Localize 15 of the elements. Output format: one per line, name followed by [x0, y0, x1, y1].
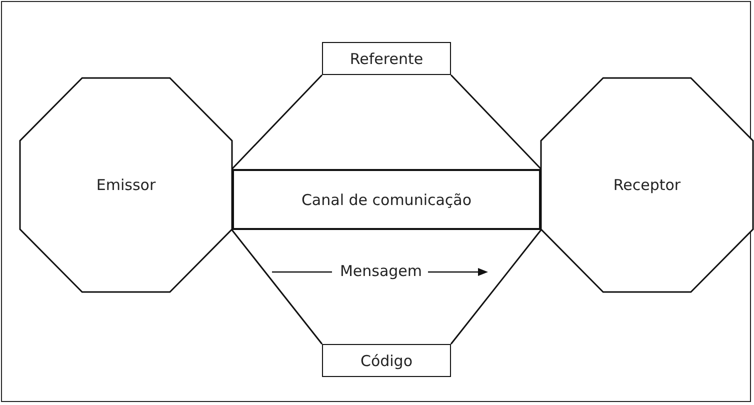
text-box [322, 344, 451, 377]
connector-line [450, 74, 542, 170]
connector-line [450, 230, 542, 344]
node-label: Código [360, 352, 413, 370]
text-box [322, 42, 451, 75]
node-label: Referente [350, 50, 424, 68]
text-box [232, 169, 541, 230]
node-label: Emissor [96, 176, 156, 194]
node-label: Receptor [613, 176, 681, 194]
connector-line [231, 230, 323, 344]
octagon-node [20, 78, 232, 292]
octagon-node [541, 78, 753, 292]
node-label: Canal de comunicação [301, 190, 472, 208]
connector-line [231, 74, 323, 170]
message-label: Mensagem [338, 262, 424, 280]
